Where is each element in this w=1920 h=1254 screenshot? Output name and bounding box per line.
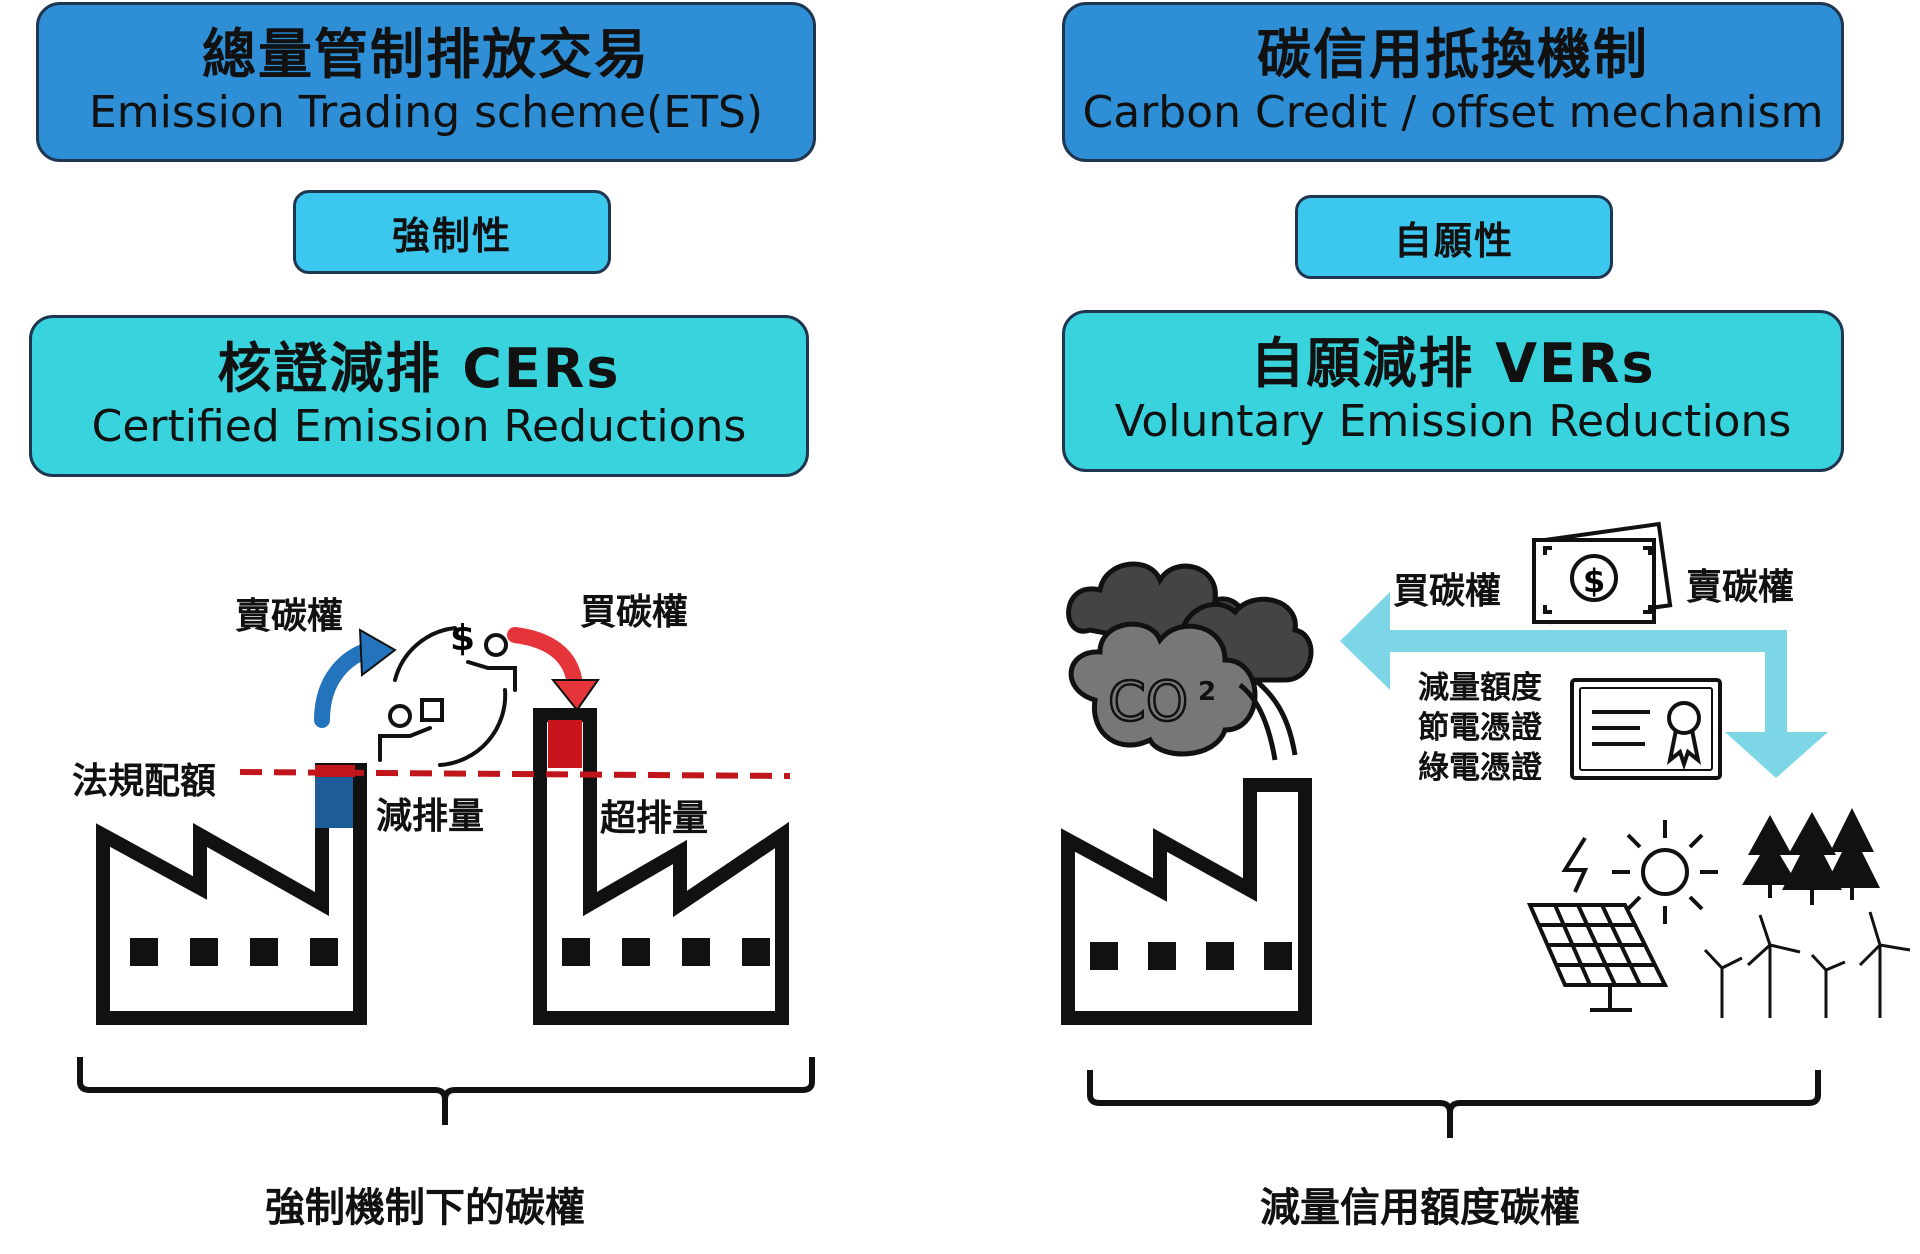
sun-icon <box>1612 820 1718 924</box>
mandatory-tag: 強制性 <box>293 190 611 274</box>
certificate-icon <box>1570 678 1722 780</box>
cert-list-item-1: 節電憑證 <box>1418 710 1542 746</box>
right-caption: 減量信用額度碳權 <box>1260 1185 1580 1231</box>
money-bill-icon <box>1532 521 1673 625</box>
cers-box: 核證減排 CERs Certified Emission Reductions <box>29 315 809 477</box>
factory-seller-windows <box>130 938 338 966</box>
excess-block <box>548 720 582 768</box>
offset-title-en: Carbon Credit / offset mechanism <box>1082 87 1824 139</box>
reduction-label: 減排量 <box>376 796 485 837</box>
trade-people-icon <box>378 626 517 767</box>
factory-voluntary-icon <box>1061 778 1312 1025</box>
factory-voluntary-windows <box>1090 942 1292 970</box>
factory-seller-icon <box>96 763 367 1025</box>
cert-list-item-2: 綠電憑證 <box>1418 750 1542 786</box>
vers-box: 自願減排 VERs Voluntary Emission Reductions <box>1062 310 1844 472</box>
offset-header-box: 碳信用抵換機制 Carbon Credit / offset mechanism <box>1062 2 1844 162</box>
reduction-block <box>315 774 353 828</box>
cers-title-zh: 核證減排 CERs <box>217 337 621 400</box>
flow-arrow-icon <box>1340 592 1828 778</box>
wind-turbines-icon <box>1703 911 1911 1018</box>
cers-title-en: Certified Emission Reductions <box>91 401 747 453</box>
mandatory-tag-label: 強制性 <box>391 213 512 258</box>
co2-cloud-icon <box>1066 561 1314 761</box>
vers-title-zh: 自願減排 VERs <box>1250 332 1656 395</box>
pine-trees-icon <box>1742 808 1880 905</box>
quota-line <box>239 769 791 779</box>
right-brace <box>1087 1070 1821 1138</box>
ets-title-en: Emission Trading scheme(ETS) <box>88 87 764 139</box>
solar-panel-icon <box>1526 836 1669 1012</box>
left-caption: 強制機制下的碳權 <box>265 1185 585 1231</box>
factory-buyer-icon <box>533 708 789 1025</box>
cert-list-item-0: 減量額度 <box>1418 670 1542 706</box>
co2-subscript: 2 <box>1198 677 1216 707</box>
buy-carbon-label: 買碳權 <box>580 592 689 633</box>
ets-header-box: 總量管制排放交易 Emission Trading scheme(ETS) <box>36 2 816 162</box>
factory-buyer-windows <box>562 938 770 966</box>
buy-arrow-head <box>550 679 600 712</box>
money-dollar-icon: $ <box>1583 562 1605 600</box>
right-sell-carbon-label: 賣碳權 <box>1686 567 1795 608</box>
sell-arrow-head <box>358 628 397 677</box>
vers-title-en: Voluntary Emission Reductions <box>1114 396 1792 448</box>
co2-label: CO <box>1108 670 1188 733</box>
sell-carbon-label: 賣碳權 <box>235 596 344 637</box>
voluntary-tag: 自願性 <box>1295 195 1613 279</box>
voluntary-tag-label: 自願性 <box>1393 218 1514 263</box>
excess-label: 超排量 <box>600 798 709 839</box>
trade-dollar-icon: $ <box>450 618 475 659</box>
left-brace <box>77 1057 815 1125</box>
right-buy-carbon-label: 買碳權 <box>1393 571 1502 612</box>
quota-label: 法規配額 <box>72 761 217 802</box>
ets-title-zh: 總量管制排放交易 <box>202 23 650 86</box>
offset-title-zh: 碳信用抵換機制 <box>1257 23 1649 86</box>
